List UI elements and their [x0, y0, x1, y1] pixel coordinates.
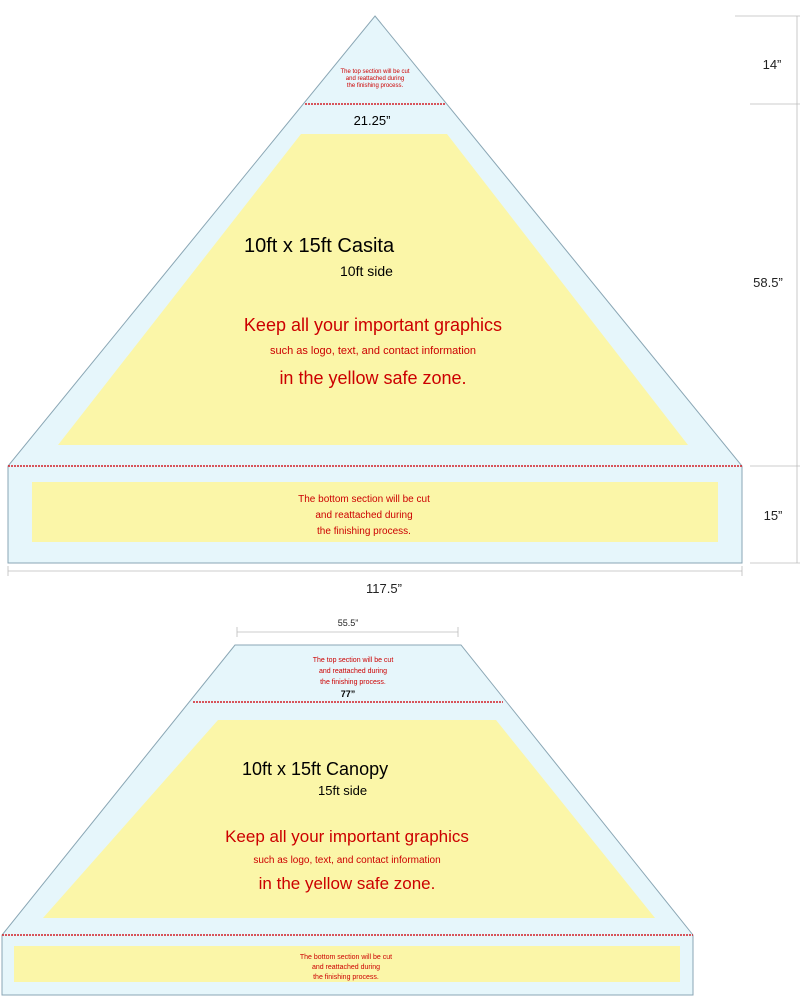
canopy-safe-zone: [43, 720, 655, 918]
canopy-bottom-safe-zone: [14, 946, 680, 982]
canopy-bottom-note-line1: The bottom section will be cut: [300, 954, 392, 961]
canopy-safe-note-line1: Keep all your important graphics: [225, 827, 469, 846]
casita-bottom-note-line1: The bottom section will be cut: [298, 494, 430, 505]
casita-bottom-note-line3: the finishing process.: [317, 526, 411, 537]
casita-subtitle: 10ft side: [340, 263, 393, 279]
canopy-template: 55.5” The top section will be cut and re…: [1, 618, 694, 996]
canopy-top-width-label: 55.5”: [338, 618, 359, 628]
casita-top-note-line3: the finishing process.: [347, 83, 404, 89]
casita-safe-note-line1: Keep all your important graphics: [244, 315, 502, 335]
canopy-safe-note-line2: such as logo, text, and contact informat…: [253, 855, 440, 866]
canopy-bottom-note-line3: the finishing process.: [313, 974, 379, 981]
casita-inner-width-label: 21.25”: [354, 113, 391, 128]
canopy-safe-note-line3: in the yellow safe zone.: [259, 874, 436, 893]
canopy-top-note-line2: and reattached during: [319, 668, 387, 675]
casita-safe-note-line2: such as logo, text, and contact informat…: [270, 345, 476, 357]
canopy-bottom-note-line2: and reattached during: [312, 964, 380, 971]
canopy-top-note-line1: The top section will be cut: [313, 657, 394, 664]
casita-safe-note-line3: in the yellow safe zone.: [279, 368, 466, 388]
canopy-inner-width-label: 77”: [341, 689, 356, 699]
canopy-subtitle: 15ft side: [318, 783, 367, 798]
canopy-title: 10ft x 15ft Canopy: [242, 759, 388, 779]
casita-bottom-height-label: 15”: [764, 508, 783, 523]
casita-top-note-line2: and reattached during: [346, 76, 404, 82]
casita-top-height-label: 14”: [763, 57, 782, 72]
casita-total-width-label: 117.5”: [366, 581, 402, 596]
casita-middle-height-label: 58.5”: [753, 275, 783, 290]
casita-title: 10ft x 15ft Casita: [244, 235, 395, 257]
casita-safe-zone: [58, 134, 688, 445]
canopy-top-note-line3: the finishing process.: [320, 679, 386, 686]
casita-bottom-safe-zone: [32, 482, 718, 542]
casita-bottom-note-line2: and reattached during: [315, 510, 412, 521]
casita-template: The top section will be cut and reattach…: [7, 15, 800, 596]
casita-top-note-line1: The top section will be cut: [340, 69, 409, 75]
